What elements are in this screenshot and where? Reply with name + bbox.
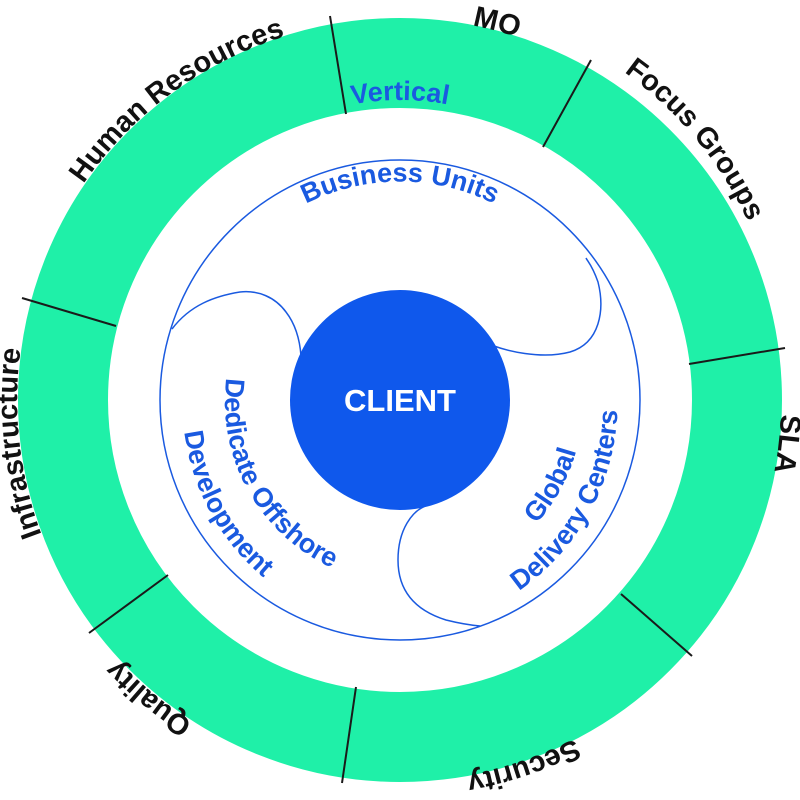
client-circle: [290, 290, 510, 510]
swirl-bottom: [397, 504, 481, 627]
divider-focus-sla: [688, 347, 786, 365]
divider-infra-hr: [21, 297, 117, 327]
section-top-line-1-text: Vertical: [348, 76, 451, 110]
section-right-line-2: Delivery Centers: [505, 409, 624, 596]
section-top-line-2: Business Units: [296, 158, 504, 210]
ring-dividers: [21, 15, 786, 784]
inner-circle-outline: [159, 159, 641, 641]
swirl-left: [171, 290, 302, 357]
section-right-line-2-text: Delivery Centers: [505, 409, 624, 596]
swirl-top-right: [493, 257, 602, 356]
client-label: CLIENT: [344, 383, 456, 418]
divider-pmo-focus: [542, 59, 592, 148]
outer-ring: [18, 18, 782, 782]
divider-hr-pmo: [329, 15, 347, 115]
section-top-line-1: Vertical: [348, 76, 451, 110]
divider-sla-security: [620, 593, 693, 657]
inner-swirl-lines: [171, 257, 602, 627]
divider-quality-infra: [88, 574, 169, 634]
section-top-line-2-text: Business Units: [296, 158, 504, 210]
divider-security-quality: [341, 686, 357, 784]
